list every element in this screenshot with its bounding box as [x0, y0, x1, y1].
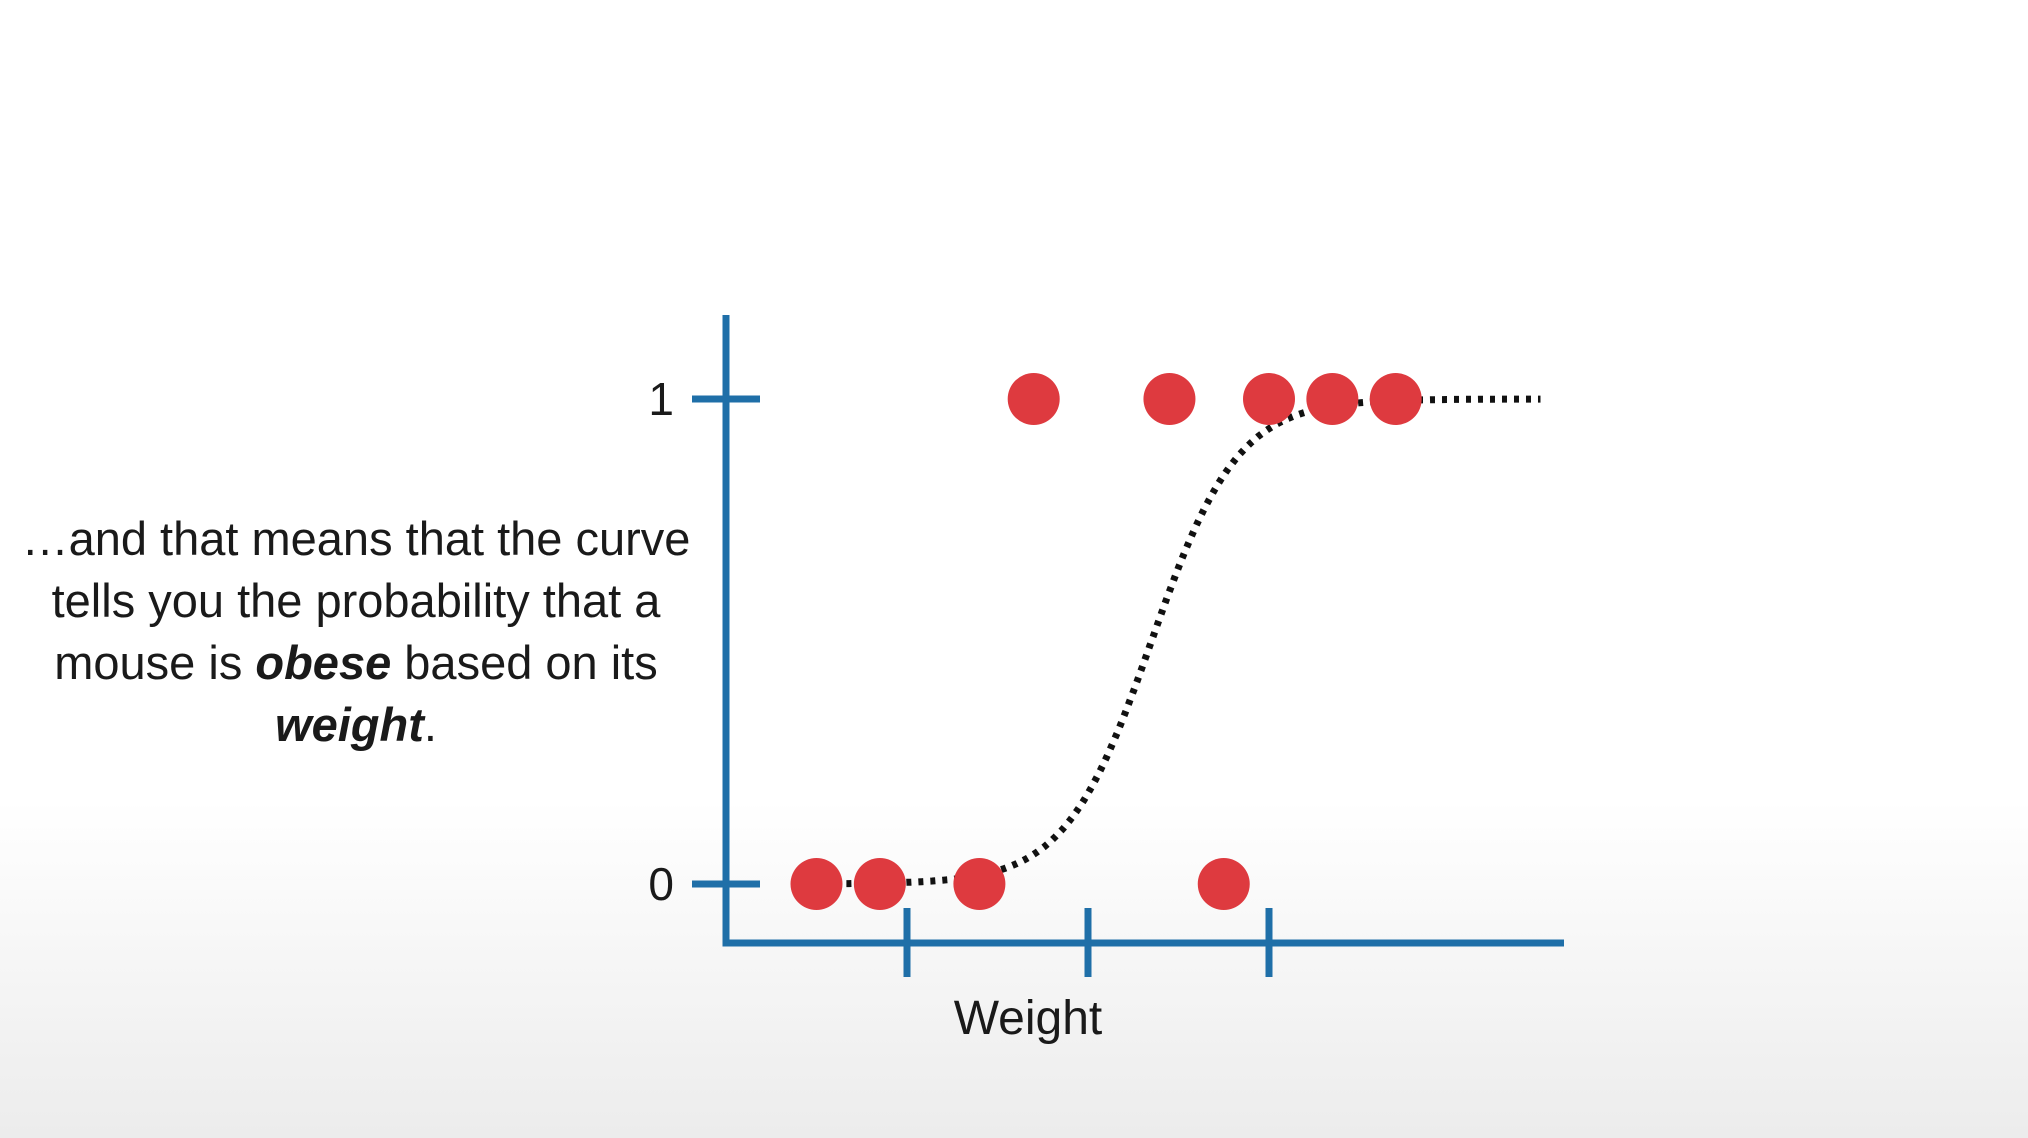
data-point-8 [1306, 373, 1359, 425]
logistic-curve [798, 395, 1541, 888]
y-tick-label-0: 0 [648, 858, 674, 910]
points-group [790, 373, 1422, 910]
data-point-7 [1243, 373, 1295, 425]
caption-part-1: …and that means that the curve tells you… [21, 512, 691, 689]
caption-part-3: . [423, 698, 437, 751]
y-tick-label-1: 1 [648, 373, 674, 425]
caption-part-2: based on its [391, 636, 658, 689]
data-point-5 [1143, 373, 1196, 425]
axes-group [692, 315, 1564, 977]
curve-group [798, 395, 1541, 888]
data-point-6 [1197, 858, 1250, 910]
caption-emphasis-obese: obese [255, 636, 392, 689]
data-point-4 [1007, 373, 1060, 425]
data-point-3 [953, 858, 1006, 910]
data-point-9 [1369, 373, 1422, 425]
caption-text: …and that means that the curve tells you… [0, 508, 712, 756]
caption-emphasis-weight: weight [275, 698, 424, 751]
x-axis-title: Weight [954, 992, 1103, 1045]
data-point-2 [853, 858, 906, 910]
data-point-1 [790, 858, 843, 910]
